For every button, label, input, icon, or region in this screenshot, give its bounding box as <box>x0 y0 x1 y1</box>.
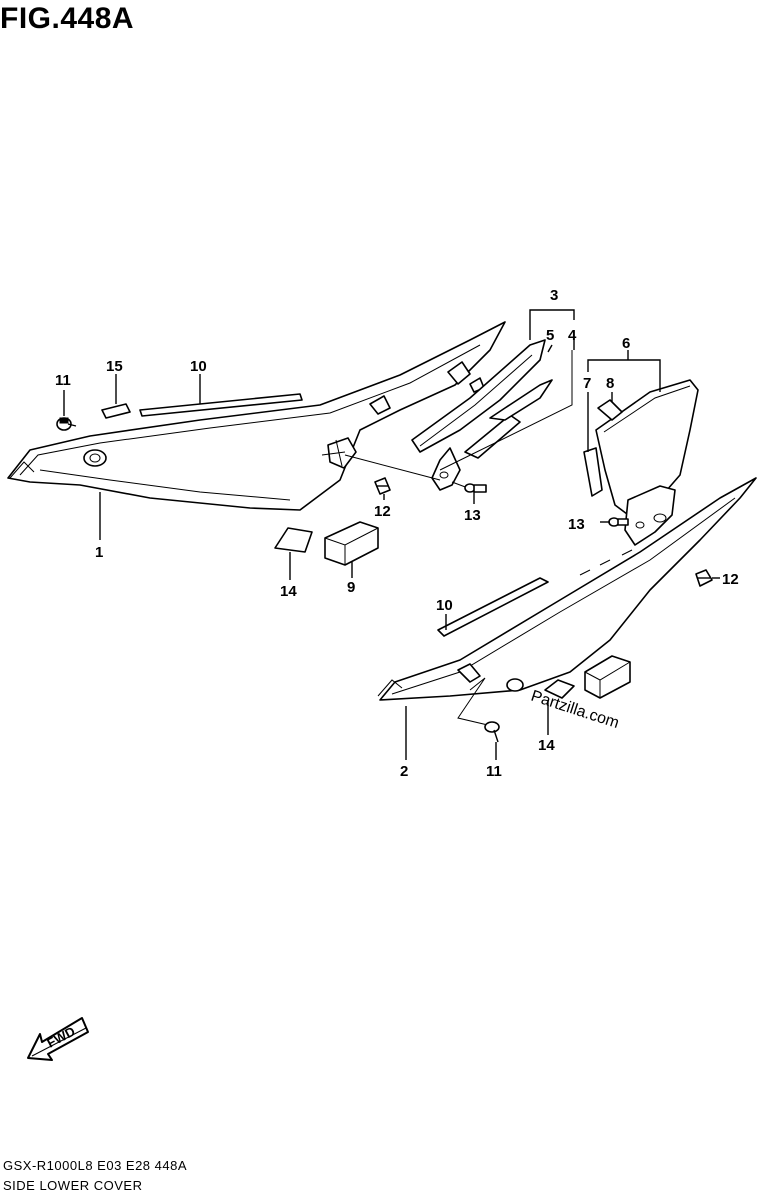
callout-14-lower: 14 <box>538 737 555 754</box>
part-1-side-lower-cover-left[interactable] <box>7 321 506 511</box>
fwd-arrow-icon: FWD <box>27 1017 89 1061</box>
part-8-pad[interactable] <box>597 399 623 421</box>
callout-6: 6 <box>622 335 630 352</box>
part-10-strip-upper[interactable] <box>139 393 303 417</box>
callout-7: 7 <box>583 375 591 392</box>
part-12-clip-right[interactable] <box>695 569 713 587</box>
part-13-bolt-right[interactable] <box>608 517 629 527</box>
callout-10-upper: 10 <box>190 358 207 375</box>
callout-2: 2 <box>400 763 408 780</box>
part-9-foam-upper[interactable] <box>324 521 379 566</box>
callout-1: 1 <box>95 544 103 561</box>
part-10-strip-lower[interactable] <box>437 577 549 637</box>
callout-leaders <box>63 309 720 760</box>
callout-8: 8 <box>606 375 614 392</box>
part-14-pad-lower[interactable] <box>544 679 575 699</box>
callout-12-upper: 12 <box>374 503 391 520</box>
callout-10-lower: 10 <box>436 597 453 614</box>
part-2-side-lower-cover-right[interactable] <box>377 477 757 701</box>
part-9-foam-lower[interactable] <box>584 655 631 699</box>
leader-line <box>344 454 441 481</box>
figure-name: SIDE LOWER COVER <box>3 1178 143 1193</box>
callout-14-upper: 14 <box>280 583 297 600</box>
callout-9-upper: 9 <box>347 579 355 596</box>
callout-3: 3 <box>550 287 558 304</box>
callout-13-right: 13 <box>568 516 585 533</box>
figure-code: GSX-R1000L8 E03 E28 448A <box>3 1158 188 1173</box>
callout-11-upper: 11 <box>55 372 71 389</box>
leader-line <box>457 677 493 727</box>
part-12-clip-upper[interactable] <box>374 477 391 495</box>
part-14-pad-upper[interactable] <box>274 527 313 553</box>
callout-13-upper: 13 <box>464 507 481 524</box>
callout-12-right: 12 <box>722 571 739 588</box>
leader-line <box>439 350 573 471</box>
callout-11-lower: 11 <box>486 763 502 780</box>
part-13-bolt-upper[interactable] <box>464 483 487 493</box>
part-6-cover-panel[interactable] <box>595 379 699 546</box>
part-11-screw-upper[interactable] <box>56 417 77 431</box>
callout-5: 5 <box>546 327 554 344</box>
part-11-screw-lower[interactable] <box>484 721 500 743</box>
part-7-strip[interactable] <box>583 447 603 497</box>
part-15-pad[interactable] <box>101 403 131 419</box>
part-3-rear-cover-assembly[interactable] <box>411 339 553 491</box>
callout-4: 4 <box>568 327 577 344</box>
figure-title: FIG.448A <box>0 2 135 35</box>
callout-15: 15 <box>106 358 123 375</box>
